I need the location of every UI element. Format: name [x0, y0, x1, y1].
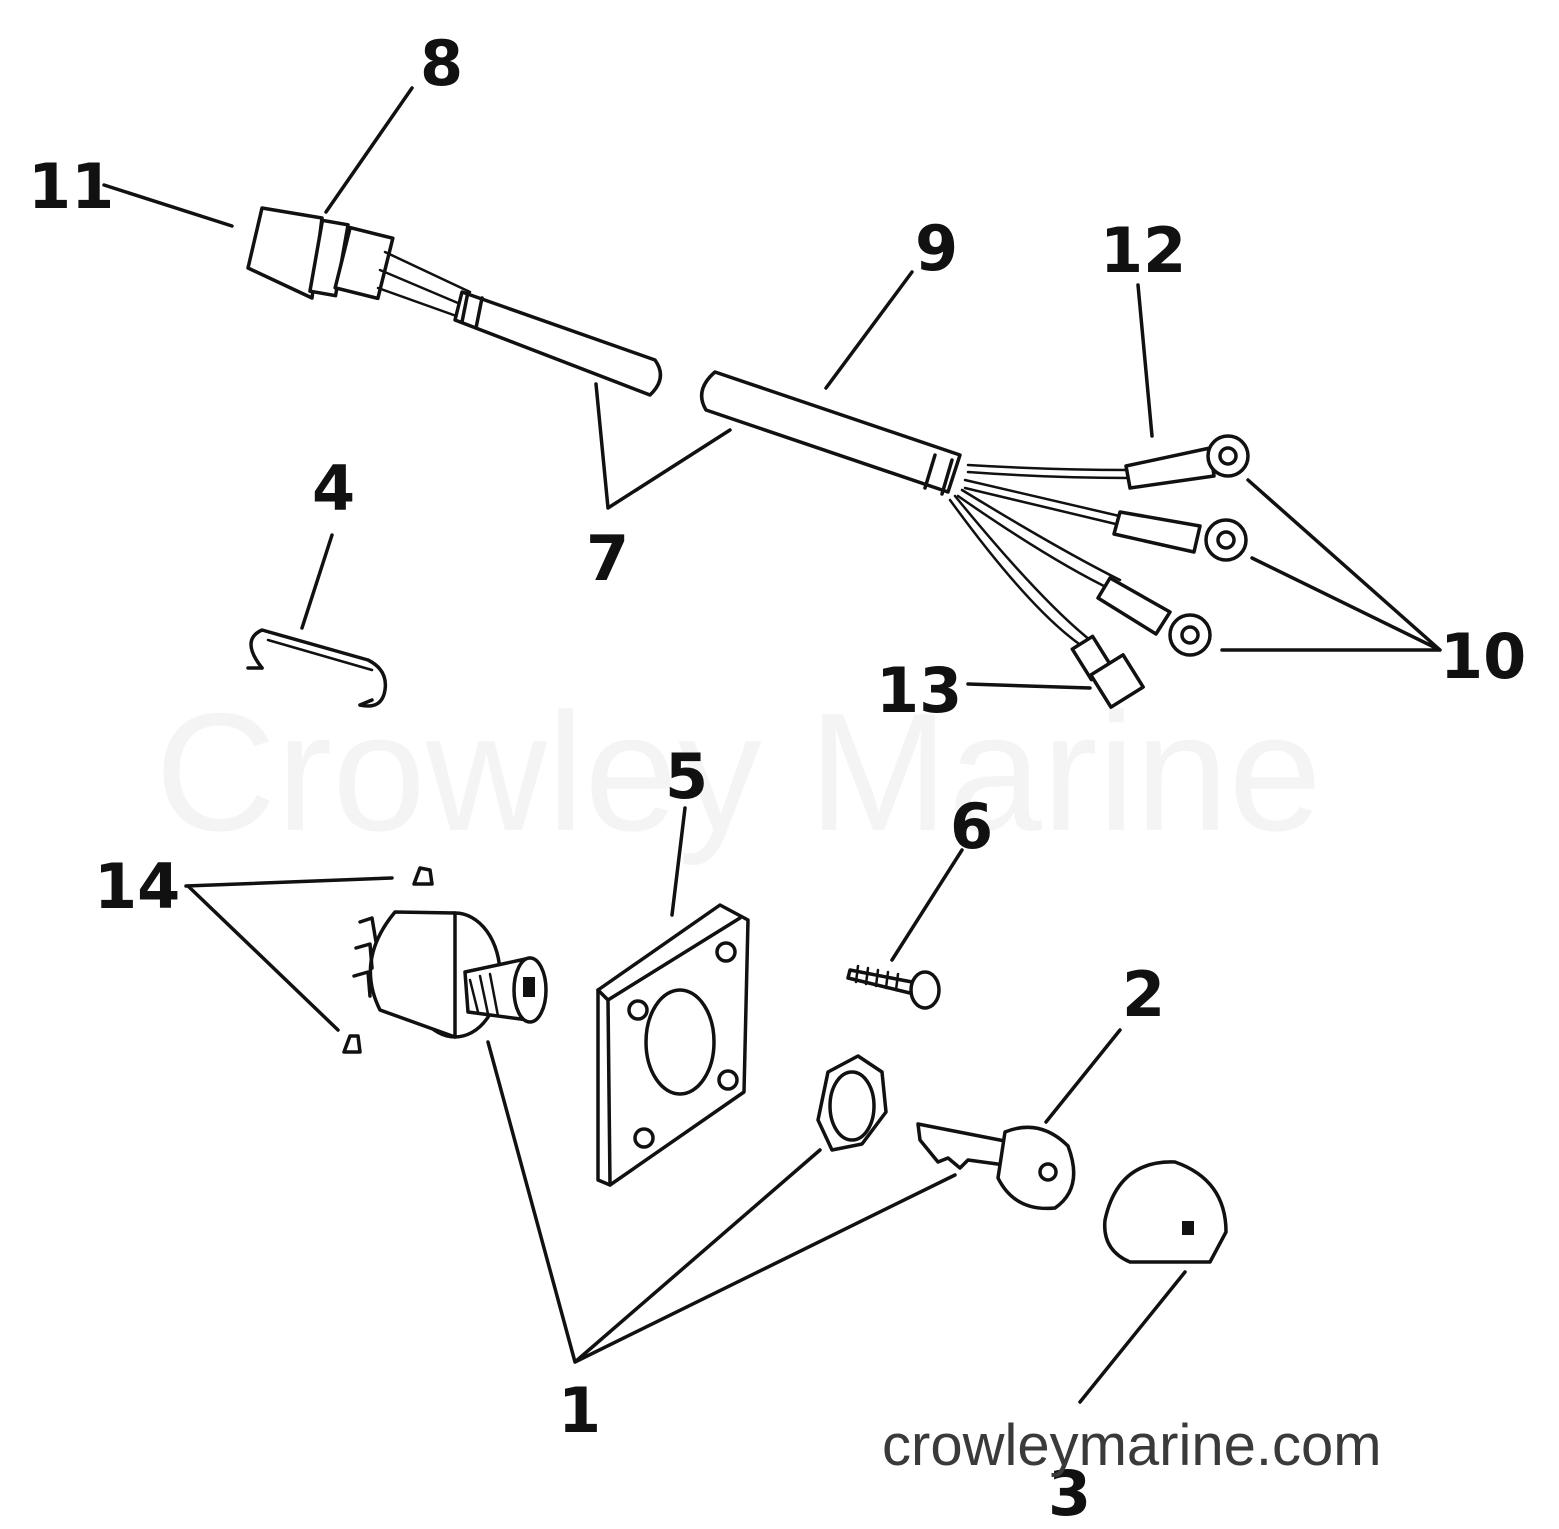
callout-7: 7	[586, 522, 629, 595]
leader-lines	[102, 86, 1442, 1404]
spade-connector	[1070, 634, 1145, 709]
callout-5: 5	[665, 740, 708, 813]
callout-10: 10	[1440, 620, 1526, 693]
mounting-screw	[846, 964, 941, 1010]
set-screw-top	[412, 866, 434, 886]
harness-cable-right	[699, 370, 962, 496]
callout-11: 11	[28, 150, 114, 223]
ignition-switch	[352, 910, 548, 1039]
mounting-plate	[596, 903, 750, 1187]
ignition-key	[916, 1122, 1076, 1211]
callout-13: 13	[876, 654, 962, 727]
callout-6: 6	[950, 790, 993, 863]
harness-leads	[948, 463, 1132, 648]
harness-connector	[246, 206, 472, 320]
retaining-clip	[246, 628, 388, 708]
callout-9: 9	[915, 212, 958, 285]
watermark-text: Crowley Marine	[155, 678, 1322, 866]
harness-cable-left	[453, 290, 663, 397]
set-screw-bottom	[342, 1034, 362, 1054]
ring-terminal-top	[1124, 434, 1250, 490]
callout-4: 4	[312, 452, 355, 525]
ring-terminal-middle	[1112, 510, 1248, 562]
callout-14: 14	[94, 850, 180, 923]
footer-url: crowleymarine.com	[882, 1413, 1382, 1478]
callout-1: 1	[558, 1374, 601, 1447]
callout-3: 3	[1048, 1457, 1091, 1529]
callout-8: 8	[420, 27, 463, 100]
hex-nut	[816, 1054, 888, 1152]
key-cap	[1102, 1160, 1228, 1264]
callout-2: 2	[1122, 958, 1165, 1031]
ring-terminal-bottom	[1096, 576, 1212, 657]
callout-12: 12	[1100, 214, 1186, 287]
